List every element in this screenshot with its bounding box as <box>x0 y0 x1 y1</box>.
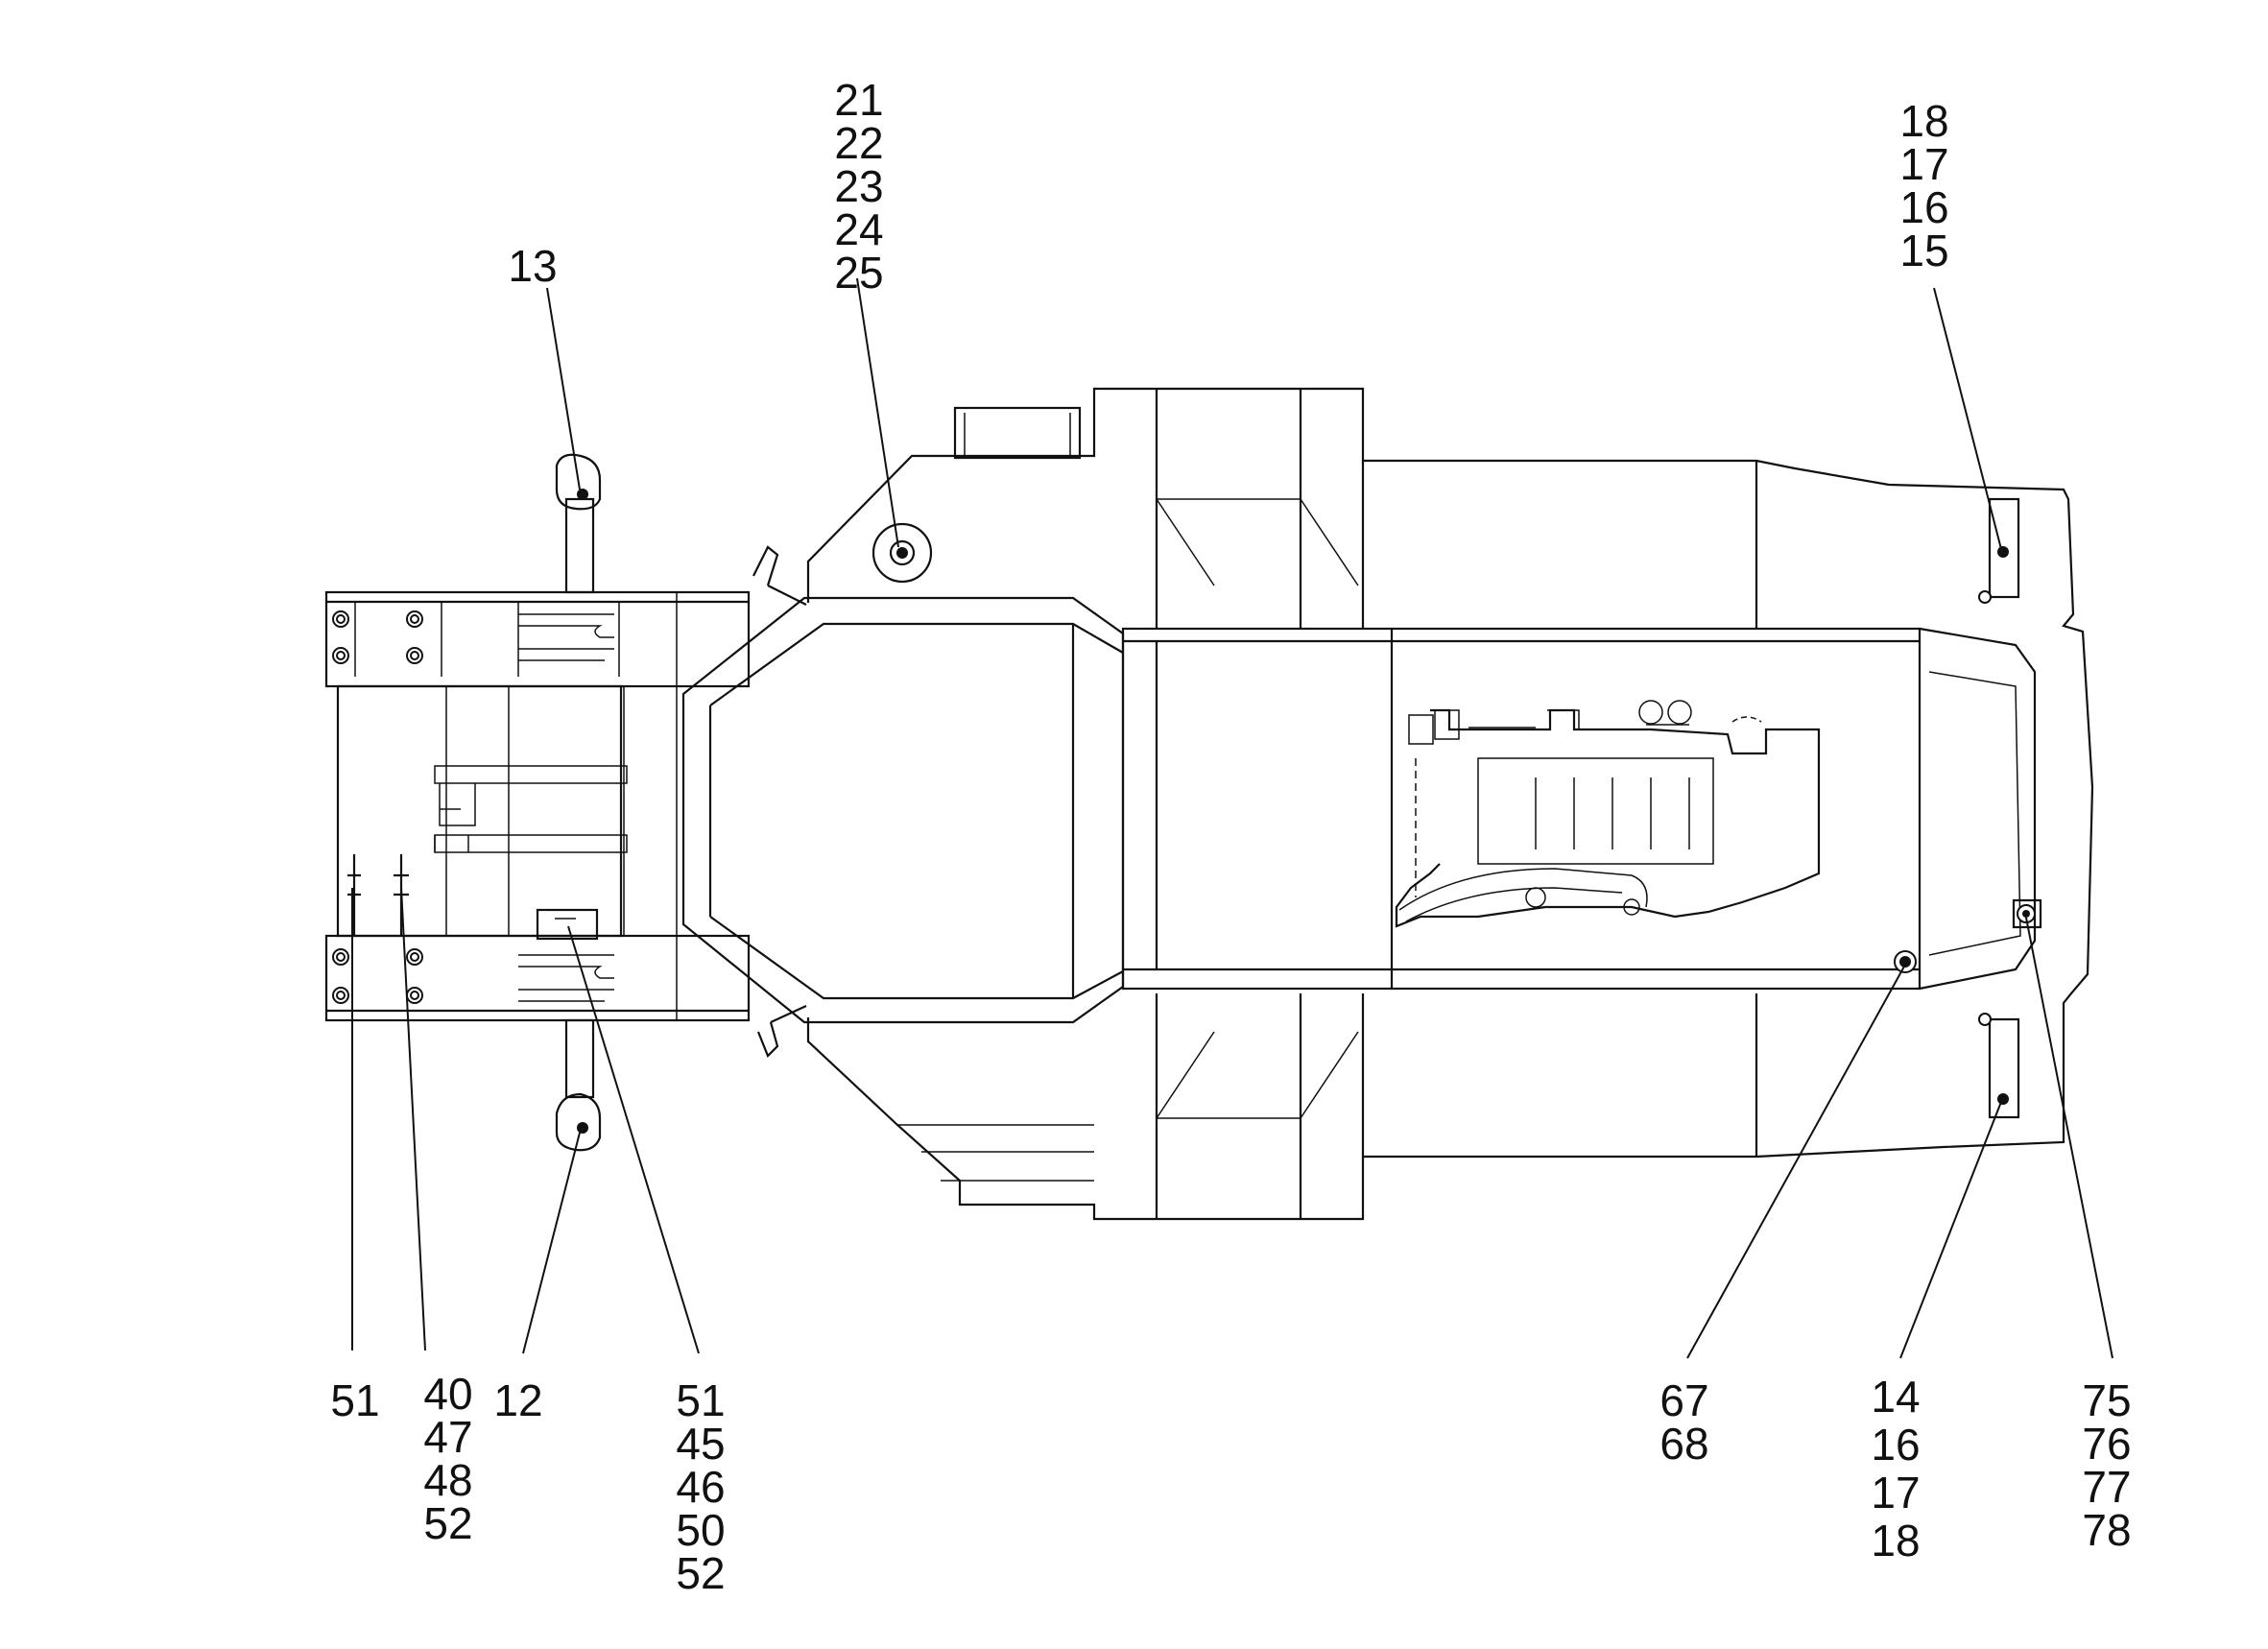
callout-number: 51 <box>676 1375 726 1425</box>
callout-number: 48 <box>423 1455 473 1505</box>
callout-13: 13 <box>494 241 571 291</box>
callout-number: 16 <box>1871 1420 1921 1470</box>
rear-light-bottom <box>1978 1013 2020 1119</box>
callout-number: 52 <box>423 1498 473 1548</box>
callout-number: 18 <box>1871 1516 1921 1565</box>
callout-number: 67 <box>1659 1375 1709 1425</box>
callout-number: 12 <box>493 1375 543 1425</box>
callout-number: 68 <box>1659 1419 1709 1469</box>
callout-number: 14 <box>1871 1372 1921 1422</box>
callout-12: 12 <box>480 1375 557 1425</box>
callout-number: 50 <box>676 1505 726 1555</box>
callout-number: 16 <box>1899 182 1949 232</box>
callout-number: 77 <box>2082 1462 2132 1512</box>
callout-51-left: 51 <box>317 1375 394 1425</box>
leader-lines <box>351 277 2113 1359</box>
callout-number: 13 <box>508 241 558 291</box>
mirror-bottom <box>555 1018 602 1152</box>
callout-number: 78 <box>2082 1505 2132 1555</box>
callout-number: 47 <box>423 1412 473 1462</box>
callout-number: 52 <box>676 1548 726 1598</box>
callout-number: 46 <box>676 1462 726 1512</box>
callout-number: 45 <box>676 1419 726 1469</box>
callout-number: 76 <box>2082 1419 2132 1469</box>
callout-number: 17 <box>1899 139 1949 189</box>
callout-number: 40 <box>423 1369 473 1419</box>
engine-block <box>1395 700 1821 928</box>
engine-hood <box>1121 627 2042 991</box>
callout-number: 22 <box>834 118 884 168</box>
rear-light-top <box>1978 497 2020 604</box>
callout-number: 51 <box>330 1375 380 1425</box>
callout-number: 21 <box>834 75 884 125</box>
callout-number: 75 <box>2082 1375 2132 1425</box>
callout-number: 15 <box>1899 226 1949 275</box>
callout-number: 23 <box>834 161 884 211</box>
callout-number: 25 <box>834 248 884 298</box>
main-body <box>806 387 2094 1221</box>
callout-number: 18 <box>1899 96 1949 146</box>
callout-number: 24 <box>834 204 884 254</box>
front-frame <box>324 590 751 1022</box>
callout-number: 17 <box>1871 1468 1921 1518</box>
mirror-top <box>555 453 602 594</box>
